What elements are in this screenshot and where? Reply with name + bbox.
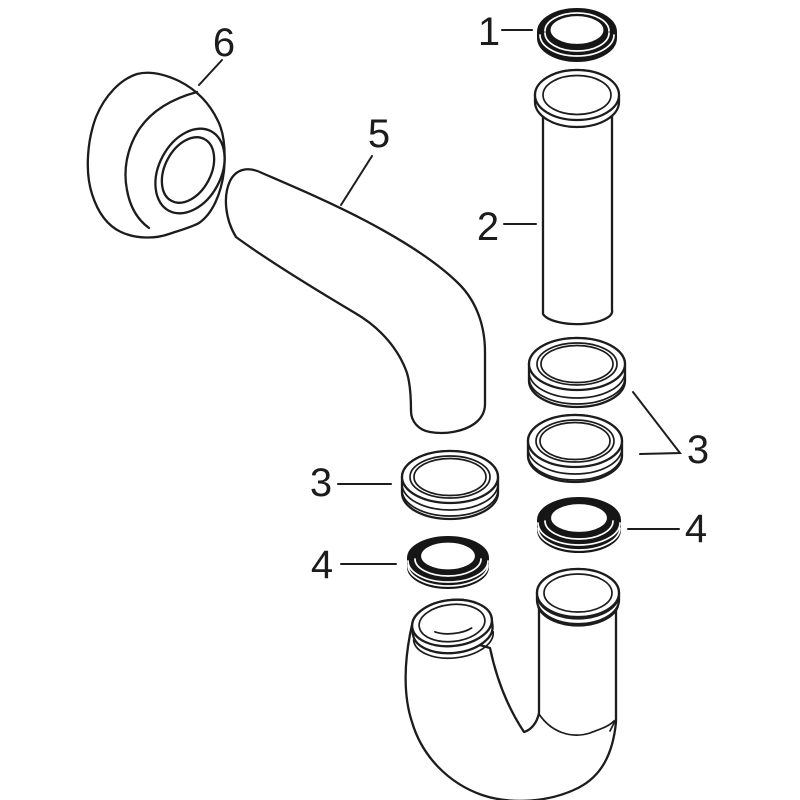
nut-inner-2 — [413, 457, 487, 497]
seal1-top-highlight — [544, 12, 610, 32]
rim-thread-1 — [537, 599, 619, 620]
outlet-pipe-body — [224, 168, 487, 435]
nut-inner-2 — [540, 344, 614, 384]
rim-top — [410, 598, 494, 648]
callout-6: 6 — [198, 21, 235, 86]
nut-inner-1 — [536, 342, 618, 386]
nut-skirt-line-2 — [527, 453, 623, 481]
callout-4-right: 4 — [627, 507, 707, 551]
nut-skirt-line-1 — [527, 447, 623, 475]
callout-1: 1 — [478, 10, 533, 54]
rim-thread-1 — [412, 624, 494, 655]
callout-6-label: 6 — [213, 21, 235, 65]
rim-thread-2 — [537, 606, 619, 627]
callout-4-right-label: 4 — [685, 507, 707, 551]
part-1-seal-ring — [537, 8, 617, 62]
nut-inner-1 — [535, 419, 615, 463]
seal-skirt-line-2 — [407, 564, 489, 587]
callout-2-label: 2 — [477, 205, 499, 249]
seal-skirt-line-2 — [537, 527, 621, 551]
part-4-seal-left — [407, 536, 489, 589]
nut-skirt-line-1 — [528, 371, 626, 399]
nut-inner-1 — [409, 455, 491, 499]
callout-5: 5 — [340, 112, 390, 206]
part-6-escutcheon — [86, 71, 226, 239]
nut-skirt-line-2 — [401, 489, 499, 517]
callout-5-leader — [340, 155, 373, 206]
rim-top — [535, 567, 621, 619]
trap-joint-line — [538, 713, 615, 736]
part-5-outlet-pipe — [224, 168, 487, 435]
rim-thread-2 — [412, 630, 494, 660]
seal-hole — [548, 501, 610, 535]
callout-5-label: 5 — [368, 112, 390, 156]
callout-4-left: 4 — [311, 543, 397, 587]
callout-3-right: 3 — [632, 391, 709, 472]
trap-joint-notch — [609, 718, 617, 732]
callout-4-left-label: 4 — [311, 543, 333, 587]
nut-inner-2 — [539, 421, 611, 461]
callout-2: 2 — [477, 205, 537, 249]
rim-inner — [543, 573, 613, 613]
rim-inner — [418, 603, 486, 643]
trap-left-rim — [410, 598, 494, 660]
tube-flange-top — [533, 68, 621, 122]
seal-groove — [414, 558, 482, 577]
callout-6-leader — [198, 59, 223, 86]
trap-right-rim — [535, 567, 621, 627]
callout-3-left-label: 3 — [310, 461, 332, 505]
seal-skirt-line-1 — [407, 560, 489, 583]
seal1-bottom-highlight — [539, 34, 615, 57]
part-3-nut-left — [400, 449, 500, 521]
callout-3-right-leader — [632, 391, 682, 455]
seal-groove — [544, 520, 614, 540]
callout-1-label: 1 — [478, 10, 500, 54]
trap-u-bend — [404, 567, 621, 800]
seal1-groove — [544, 32, 610, 52]
part-2-extension-tube — [533, 68, 621, 326]
nut-skirt-line-2 — [528, 377, 626, 405]
callout-3-left: 3 — [310, 461, 392, 505]
seal-hole — [418, 540, 478, 572]
seal-skirt-line-1 — [537, 522, 621, 546]
nut-skirt-line-1 — [401, 483, 499, 511]
tube-flange-inner — [542, 74, 612, 116]
escutcheon-hole — [160, 136, 216, 204]
callout-3-right-label: 3 — [687, 428, 709, 472]
part-3-nut-right-lower — [526, 413, 624, 484]
tube-body — [541, 107, 614, 326]
escutcheon-face-edge — [124, 90, 199, 230]
rim-inside-wall — [433, 627, 473, 635]
part-3-nut-right-upper — [527, 336, 627, 409]
part-4-seal-right — [537, 497, 621, 553]
seal1-hole — [548, 13, 606, 47]
